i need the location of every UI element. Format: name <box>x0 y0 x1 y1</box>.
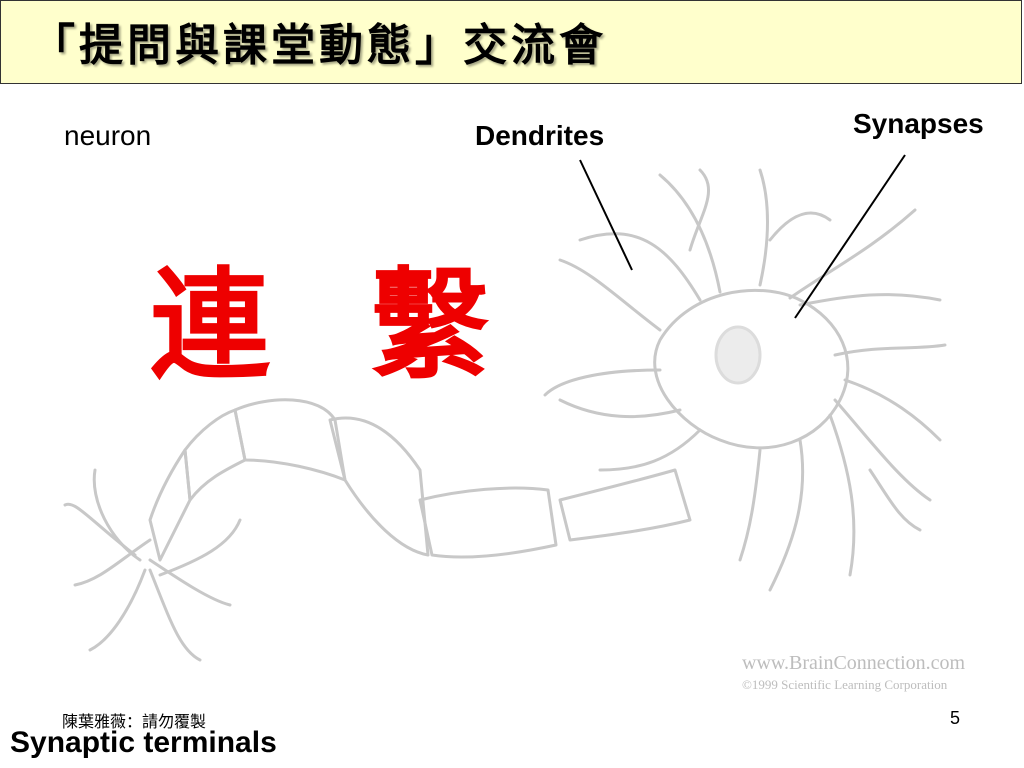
footer-author-note: 陳葉雅薇：請勿覆製 <box>62 714 207 731</box>
nucleus <box>714 325 762 385</box>
title-bar: 「提問與課堂動態」交流會 <box>0 0 1022 84</box>
dendrites-label: Dendrites <box>475 120 605 151</box>
axon-segment <box>183 408 247 502</box>
synapses-label: Synapses <box>853 108 984 139</box>
cell-body <box>653 288 850 450</box>
dendrites-pointer <box>579 159 633 271</box>
watermark: www.BrainConnection.com ©1999 Scientific… <box>742 652 965 693</box>
synapses-pointer <box>794 154 906 319</box>
axon-segment <box>233 398 347 482</box>
synaptic-terminals-label: Synaptic terminals <box>10 726 277 759</box>
axon-segment <box>328 416 430 557</box>
watermark-copyright: ©1999 Scientific Learning Corporation <box>742 677 948 692</box>
axon-segment <box>558 468 692 542</box>
watermark-site: www.BrainConnection.com <box>742 652 966 674</box>
page-number: 5 <box>950 708 961 728</box>
neuron-label: neuron <box>64 120 152 151</box>
axon-segment <box>418 486 558 559</box>
slide-title: 「提問與課堂動態」交流會 <box>31 20 607 71</box>
axon-segment <box>148 448 192 562</box>
highlight-text: 連繫 <box>150 255 590 396</box>
